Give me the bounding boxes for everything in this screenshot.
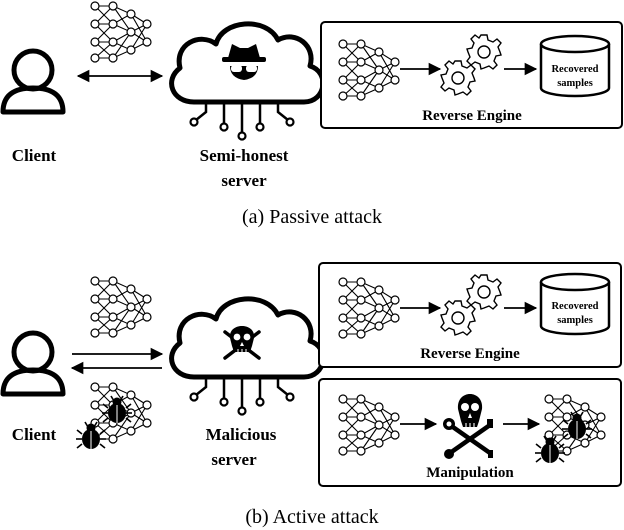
bug-icon [101,395,133,424]
reverse-engine-label: Reverse Engine [422,108,522,124]
malicious-label-line1: Malicious [206,425,277,444]
samples-label: samples [557,78,593,89]
active-client-label: Client [12,425,57,444]
caption-passive: (a) Passive attack [242,206,382,228]
gear-icon [440,60,476,96]
passive-client-label: Client [12,146,57,165]
bug-icon [75,421,107,450]
neural-network-icon [90,276,152,338]
recovered-label: Recovered [551,64,598,75]
cloud-server-icon [172,299,323,415]
malicious-label-line2: server [211,450,257,469]
samples-label: samples [557,315,593,326]
reverse-engine-label: Reverse Engine [420,346,520,362]
cloud-server-icon [172,24,323,140]
semi-honest-label-line2: server [221,171,267,190]
gear-icon [466,274,502,310]
gear-icon [466,34,502,70]
user-icon [3,333,63,394]
passive-attack-panel: Client Semi-honest server Recovered samp… [3,1,623,228]
recovered-label: Recovered [551,301,598,312]
gear-icon [440,300,476,336]
active-attack-panel: Client Malicious server Recovered sample… [3,262,622,528]
manipulation-label: Manipulation [426,465,514,481]
caption-active: (b) Active attack [245,506,378,528]
semi-honest-label-line1: Semi-honest [200,146,289,165]
neural-network-icon [90,1,152,63]
user-icon [3,51,63,112]
